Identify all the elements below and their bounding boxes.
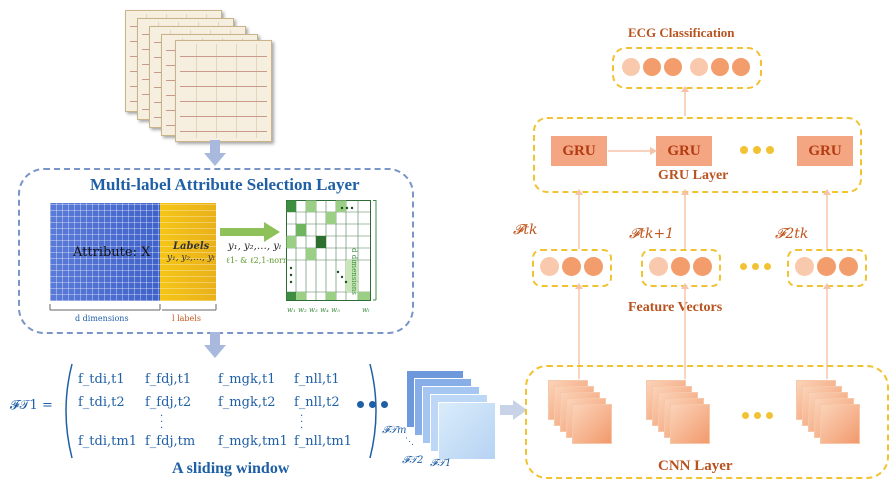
down-arrow-icon — [204, 140, 226, 166]
cnn-layer-title: CNN Layer — [658, 458, 733, 474]
matrix-cell: f_tdi,tm1 — [78, 434, 137, 449]
matrix-cell: f_fdj,t1 — [145, 372, 192, 387]
stack-label-1: 𝓕𝒯1 — [430, 458, 452, 469]
matrix-brackets — [65, 363, 377, 459]
right-arrow-icon — [608, 147, 657, 155]
gru-cell: GRU — [656, 136, 712, 166]
feature-vector-box — [641, 249, 721, 287]
l-labels-label: l labels — [172, 314, 201, 323]
gru-layer-title: GRU Layer — [658, 168, 729, 183]
green-arrow-icon — [220, 222, 280, 242]
w-labels: w₁ w₂ w₃ w₄ w₅ — [287, 306, 340, 314]
up-arrow-icon — [575, 283, 583, 379]
up-arrow-icon — [681, 86, 689, 116]
sliding-window-title: A sliding window — [172, 460, 290, 477]
feature-vectors-title: Feature Vectors — [628, 300, 723, 315]
matrix-lhs: 𝓕𝒯1 = — [10, 398, 53, 413]
feature-node-row — [649, 257, 719, 277]
ecg-paper-front — [175, 40, 272, 142]
cnn-feature-map-stack — [646, 380, 726, 450]
d-dimensions-label: d dimensions — [75, 314, 129, 323]
attribute-label: Attribute: X — [73, 245, 151, 260]
output-node-row — [620, 58, 760, 78]
stack-label-2: 𝓕𝒯2 — [402, 455, 424, 466]
feature-vector-label: 𝓕2tk — [775, 226, 809, 242]
norm-label: ℓ1- & ℓ2,1-norm — [226, 256, 291, 265]
cnn-layer-box — [525, 365, 889, 479]
cnn-feature-map-stack — [548, 380, 628, 450]
up-arrow-icon — [823, 283, 831, 379]
labels-matrix — [160, 203, 216, 301]
attribute-layer-title: Multi-label Attribute Selection Layer — [90, 175, 360, 194]
labels-word: Labels — [173, 241, 210, 252]
up-arrow-icon — [681, 189, 689, 249]
up-arrow-icon — [681, 283, 689, 379]
matrix-cell: f_nll,tm1 — [294, 434, 352, 449]
vertical-ellipsis-icon: ··· — [160, 411, 164, 434]
right-arrow-icon — [500, 400, 527, 420]
ecg-classification-title: ECG Classification — [628, 25, 735, 40]
gru-cell: GRU — [551, 136, 607, 166]
w-last-label: wₗ — [362, 306, 370, 314]
feature-node-row — [540, 257, 610, 277]
feature-vector-label: 𝓕tk+1 — [629, 226, 675, 242]
feature-vector-label: 𝓕tk — [513, 222, 538, 238]
matrix-cell: f_mgk,tm1 — [218, 434, 288, 449]
up-arrow-icon — [823, 189, 831, 249]
gru-layer-box — [533, 117, 862, 193]
dimension-bracket — [49, 304, 217, 311]
matrix-cell: f_nll,t1 — [294, 372, 340, 387]
matrix-cell: f_fdj,tm — [145, 434, 196, 449]
matrix-cell: f_mgk,t1 — [218, 372, 276, 387]
down-arrow-icon — [204, 332, 226, 358]
d-dimensions-vertical: d dimensions — [350, 248, 358, 295]
vertical-ellipsis-icon: ··· — [300, 411, 304, 434]
matrix-cell: f_tdi,t2 — [78, 395, 125, 410]
cnn-feature-map-stack — [796, 380, 876, 450]
feature-map-stack — [400, 368, 500, 460]
ecg-paper-stack — [125, 10, 315, 142]
gru-cell: GRU — [797, 136, 853, 166]
diagonal-ellipsis-icon: ⋱ — [405, 437, 414, 447]
matrix-cell: f_nll,t2 — [294, 395, 340, 410]
ecg-classification-box — [612, 47, 762, 89]
matrix-cell: f_mgk,t2 — [218, 395, 276, 410]
feature-vector-box — [532, 249, 612, 287]
labels-vars: y₁, y₂,…, yₗ — [167, 253, 215, 263]
weight-matrix — [286, 200, 377, 301]
arrow-vars: y₁, y₂,…, yₗ — [228, 241, 282, 252]
feature-node-row — [795, 257, 865, 277]
attribute-matrix — [50, 203, 160, 301]
matrix-cell: f_tdi,t1 — [78, 372, 125, 387]
up-arrow-icon — [575, 189, 583, 249]
stack-label-m: 𝓕𝒯m — [382, 425, 407, 436]
matrix-cell: f_fdj,t2 — [145, 395, 192, 410]
